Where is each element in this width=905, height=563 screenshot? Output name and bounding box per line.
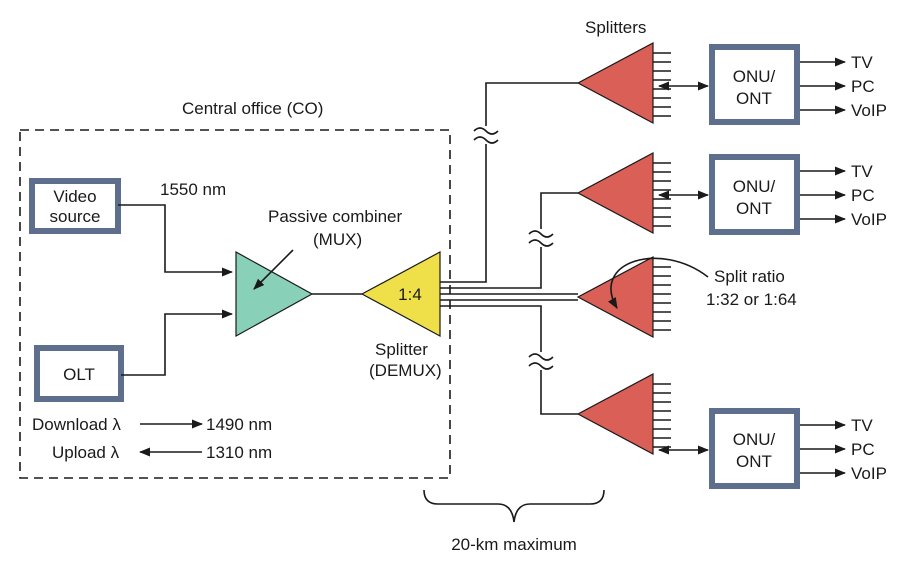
onu-3-label-line2: ONT <box>736 452 772 471</box>
video-source-box <box>29 178 121 234</box>
passive-combiner-mux <box>235 250 314 338</box>
video-source-label-line2: source <box>49 207 100 226</box>
central-office-title: Central office (CO) <box>182 99 323 118</box>
olt-box <box>34 345 124 402</box>
demux-label-line2: (DEMUX) <box>369 361 442 380</box>
fiber-link-2 <box>440 192 578 289</box>
splitter-2 <box>576 152 671 234</box>
onu-ont-1: ONU/ ONT <box>709 44 800 125</box>
fiber-link-4 <box>440 305 578 415</box>
splitter-3 <box>576 256 671 338</box>
onu-3-output-tv: TV <box>851 416 873 435</box>
distance-label: 20-km maximum <box>451 535 577 554</box>
combiner-label-line2: (MUX) <box>313 230 362 249</box>
split-ratio-label-line2: 1:32 or 1:64 <box>706 290 797 309</box>
onu-1-label-line1: ONU/ <box>733 67 776 86</box>
download-label: Download λ <box>32 415 121 434</box>
onu-1-label-line2: ONT <box>736 89 772 108</box>
onu-2-output-tv: TV <box>851 162 873 181</box>
onu-3-output-pc: PC <box>851 440 875 459</box>
olt-label: OLT <box>63 365 95 384</box>
onu-2-label-line2: ONT <box>736 199 772 218</box>
onu-ont-3: ONU/ ONT <box>709 408 800 489</box>
onu-ont-2: ONU/ ONT <box>709 154 800 235</box>
splitter-1 <box>576 42 671 124</box>
combiner-label-line1: Passive combiner <box>268 207 403 226</box>
onu-3-output-voip: VoIP <box>851 464 887 483</box>
onu-1-output-pc: PC <box>851 77 875 96</box>
onu-2-output-voip: VoIP <box>851 210 887 229</box>
demux-ratio-label: 1:4 <box>398 285 422 304</box>
onu-2-output-pc: PC <box>851 186 875 205</box>
combiner-callout-arrow <box>253 249 294 290</box>
demux-label-line1: Splitter <box>375 340 428 359</box>
split-ratio-callout-arrow <box>608 257 709 309</box>
onu-2-label-line1: ONU/ <box>733 177 776 196</box>
onu-1-output-tv: TV <box>851 53 873 72</box>
video-wavelength-label: 1550 nm <box>160 180 226 199</box>
fiber-link-1 <box>440 82 578 283</box>
distance-brace <box>423 489 605 523</box>
splitter-4 <box>576 373 671 455</box>
video-source-label-line1: Video <box>53 187 96 206</box>
upload-label: Upload λ <box>52 443 120 462</box>
central-office-boundary <box>19 129 451 479</box>
video-to-combiner-link <box>118 204 234 277</box>
splitters-title: Splitters <box>585 18 646 37</box>
olt-to-combiner-link <box>121 309 234 376</box>
split-ratio-label-line1: Split ratio <box>714 267 785 286</box>
onu-3-label-line1: ONU/ <box>733 430 776 449</box>
fiber-break-2 <box>528 229 554 247</box>
download-value: 1490 nm <box>206 415 272 434</box>
fiber-break-1 <box>473 126 499 144</box>
fiber-break-3 <box>528 352 554 370</box>
upload-value: 1310 nm <box>206 443 272 462</box>
onu-1-output-voip: VoIP <box>851 101 887 120</box>
